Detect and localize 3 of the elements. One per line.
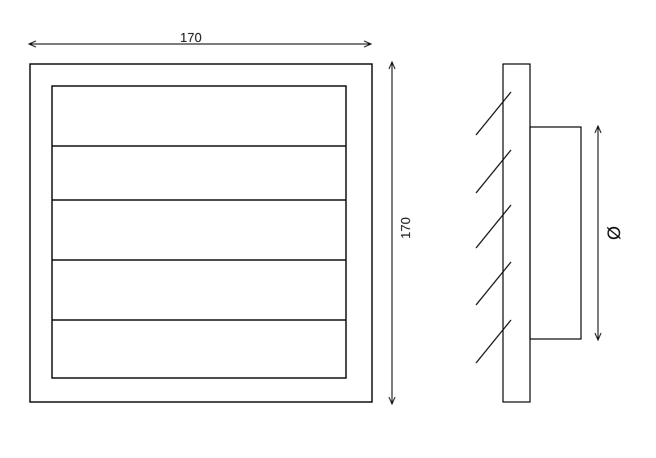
dimension-label: 170 [398, 217, 413, 239]
dimension-label: Ø [607, 226, 621, 240]
dimension-label: 170 [180, 31, 202, 45]
